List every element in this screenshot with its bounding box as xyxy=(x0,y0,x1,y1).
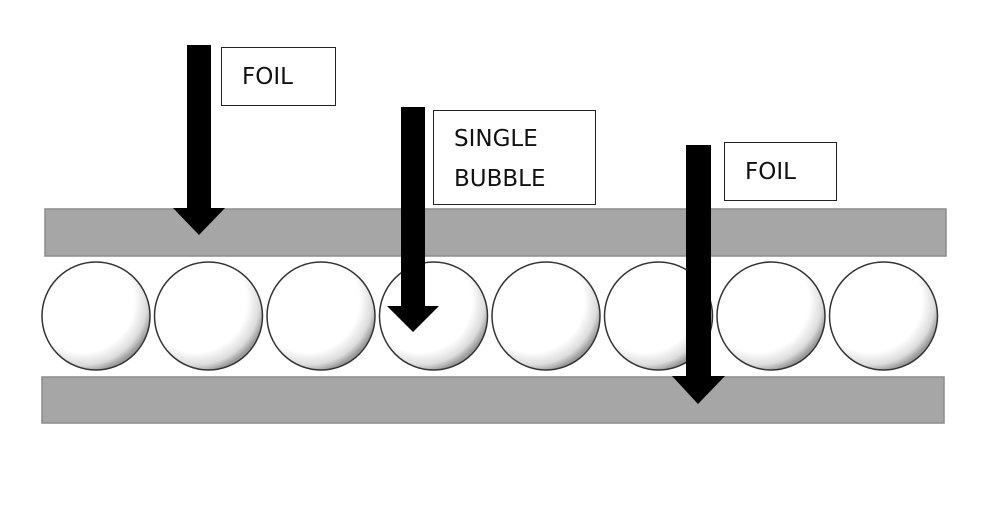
bubble xyxy=(603,261,714,371)
bottom-foil-label-text: FOIL xyxy=(745,159,796,185)
top-foil-layer xyxy=(44,208,947,257)
bubble xyxy=(828,261,939,371)
bottom-foil-label: FOIL xyxy=(724,142,837,201)
bottom-foil-layer xyxy=(41,376,945,424)
top-foil-label: FOIL xyxy=(221,47,336,106)
bubble-row xyxy=(41,261,939,371)
bottom-foil-arrow xyxy=(672,145,725,404)
bubble xyxy=(266,261,376,371)
bubble xyxy=(378,261,489,371)
single-bubble-label-line2: BUBBLE xyxy=(454,166,546,192)
single-bubble-label-line1: SINGLE xyxy=(454,126,538,152)
single-bubble-label: SINGLE BUBBLE xyxy=(433,110,596,205)
single-bubble-arrow xyxy=(387,107,439,332)
bubble xyxy=(41,261,151,371)
top-foil-label-text: FOIL xyxy=(242,64,293,90)
bubble xyxy=(491,261,601,371)
top-foil-arrow xyxy=(173,45,225,235)
bubble xyxy=(716,261,826,371)
bubble xyxy=(153,261,264,371)
